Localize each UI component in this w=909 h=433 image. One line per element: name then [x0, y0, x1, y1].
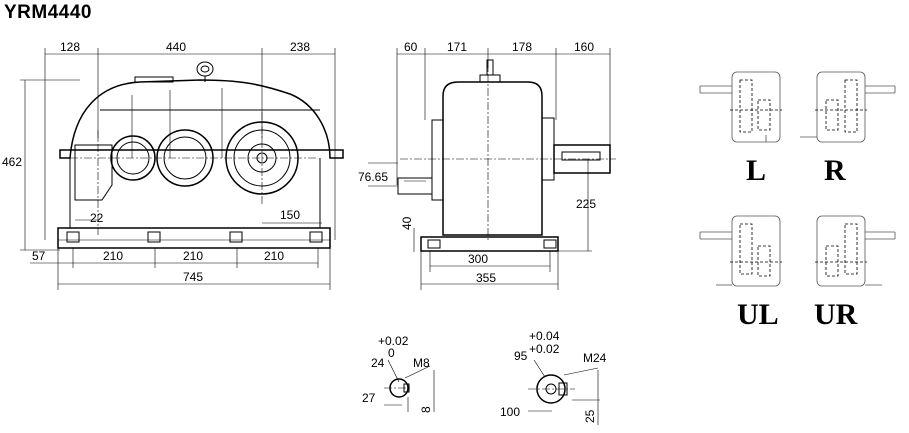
dim-440: 440 [166, 40, 186, 54]
output-key-height: 100 [500, 405, 520, 419]
dim-210-a: 210 [103, 249, 123, 263]
dim-178: 178 [512, 40, 532, 54]
dim-210-b: 210 [183, 249, 203, 263]
mounting-l: L [699, 71, 782, 187]
input-tol-upper: +0.02 [378, 334, 409, 348]
input-key-width: 8 [419, 406, 433, 413]
mounting-r: R [800, 71, 896, 187]
dim-40: 40 [400, 216, 414, 230]
dim-60: 60 [404, 40, 418, 54]
dim-355: 355 [476, 271, 496, 285]
input-thread: M8 [413, 356, 430, 370]
mount-label-ur: UR [814, 298, 858, 331]
output-key-width: 25 [583, 409, 597, 423]
input-key-height: 27 [362, 391, 376, 405]
mounting-ur: UR [814, 215, 896, 331]
dim-462: 462 [2, 155, 22, 169]
mounting-ul: UL [699, 215, 782, 331]
output-tol-lower: +0.02 [529, 342, 560, 356]
side-view: 60 171 178 160 76.65 40 225 [358, 40, 616, 290]
dim-238: 238 [290, 40, 310, 54]
dim-128: 128 [60, 40, 80, 54]
dim-171: 171 [447, 40, 467, 54]
dim-22: 22 [90, 211, 104, 225]
dim-150: 150 [280, 208, 300, 222]
dim-210-c: 210 [264, 249, 284, 263]
mount-label-l: L [746, 154, 766, 187]
dim-160: 160 [574, 40, 594, 54]
dim-57: 57 [32, 249, 46, 263]
input-diameter: 24 [371, 356, 385, 370]
model-title: YRM4440 [4, 2, 92, 23]
dim-225: 225 [576, 197, 596, 211]
output-diameter: 95 [514, 349, 528, 363]
dim-76-65: 76.65 [358, 170, 388, 184]
input-shaft-detail: +0.02 0 24 M8 27 8 [362, 334, 435, 413]
front-view: 128 440 238 462 [2, 40, 344, 290]
output-shaft-detail: +0.04 +0.02 95 M24 100 25 [500, 329, 607, 425]
mount-label-ul: UL [737, 298, 779, 331]
dim-745: 745 [183, 270, 203, 284]
output-tol-upper: +0.04 [529, 329, 560, 343]
mount-label-r: R [824, 154, 846, 187]
input-tol-lower: 0 [388, 346, 395, 360]
dim-300: 300 [468, 252, 488, 266]
output-thread: M24 [583, 351, 607, 365]
